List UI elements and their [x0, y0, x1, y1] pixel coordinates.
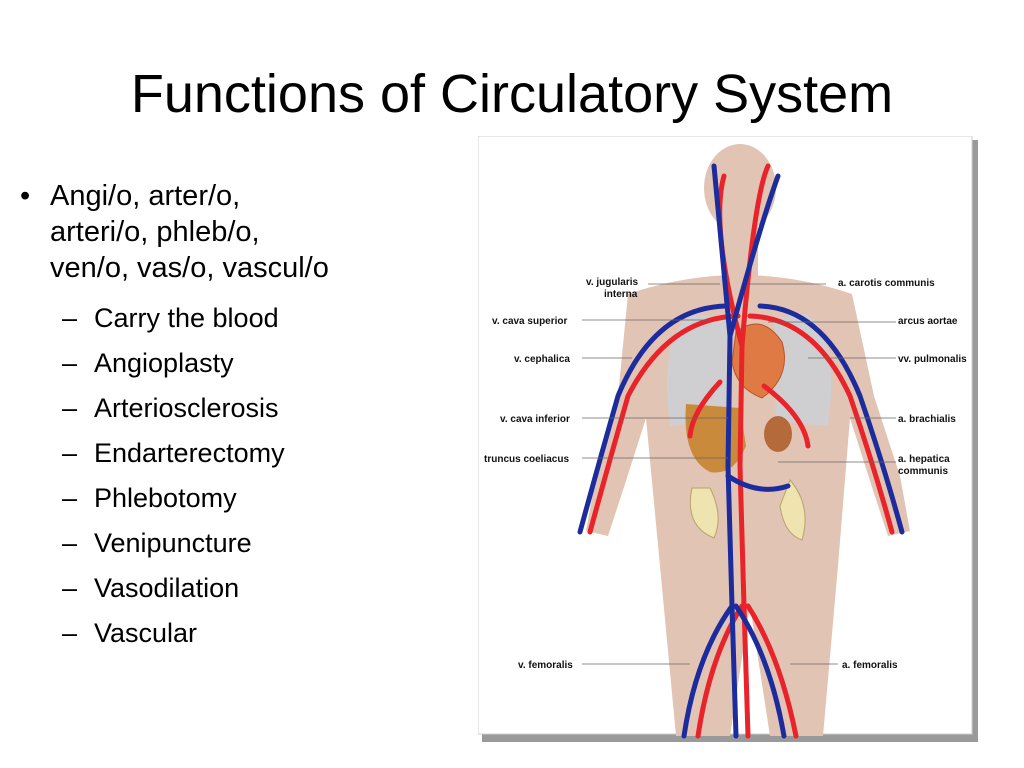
label-v-cava-inferior: v. cava inferior [500, 414, 570, 425]
label-interna: interna [604, 289, 638, 300]
sub-item-angioplasty: –Angioplasty [20, 341, 470, 386]
leader-lines [582, 283, 896, 665]
dash: – [62, 618, 78, 648]
sub-item-label: Vasodilation [94, 573, 240, 603]
circulatory-diagram: v. jugularis interna v. cava superior v.… [478, 136, 978, 742]
sub-item-label: Arteriosclerosis [94, 393, 279, 423]
label-v-cephalica: v. cephalica [514, 354, 570, 365]
lungs [666, 314, 832, 426]
sub-item-endarterectomy: –Endarterectomy [20, 431, 470, 476]
label-communis: communis [898, 466, 948, 477]
dash: – [62, 528, 78, 558]
dash: – [62, 573, 78, 603]
label-a-femoralis: a. femoralis [842, 660, 898, 671]
sub-item-phlebotomy: –Phlebotomy [20, 476, 470, 521]
veins [577, 163, 905, 739]
intestine-right [779, 479, 806, 541]
label-v-femoralis: v. femoralis [518, 660, 573, 671]
label-truncus-coeliacus: truncus coeliacus [484, 454, 569, 465]
bullet-item-roots: • Angi/o, arter/o, arteri/o, phleb/o, ve… [20, 178, 470, 286]
sub-item-label: Carry the blood [94, 303, 279, 333]
bullet-line-1: Angi/o, arter/o, [50, 180, 241, 212]
slide-title: Functions of Circulatory System [130, 64, 894, 124]
label-v-jugularis: v. jugularis [586, 277, 638, 288]
sub-item-label: Phlebotomy [94, 483, 237, 513]
kidney [764, 416, 792, 452]
sub-item-arteriosclerosis: –Arteriosclerosis [20, 386, 470, 431]
sub-item-vascular: –Vascular [20, 611, 470, 656]
label-a-hepatica: a. hepatica [898, 454, 950, 465]
label-arcus-aortae: arcus aortae [898, 316, 958, 327]
dash: – [62, 303, 78, 333]
dash: – [62, 438, 78, 468]
bullet-dot: • [20, 180, 31, 212]
dash: – [62, 348, 78, 378]
sub-item-label: Angioplasty [94, 348, 234, 378]
label-vv-pulmonalis: vv. pulmonalis [898, 354, 967, 365]
intestine-left [689, 487, 719, 539]
label-a-carotis-communis: a. carotis communis [838, 278, 935, 289]
sub-item-label: Vascular [94, 618, 198, 648]
bullet-list: • Angi/o, arter/o, arteri/o, phleb/o, ve… [20, 178, 470, 656]
circulatory-diagram-svg: v. jugularis interna v. cava superior v.… [478, 136, 978, 742]
dash: – [62, 393, 78, 423]
sub-item-vasodilation: –Vasodilation [20, 566, 470, 611]
sub-item-label: Endarterectomy [94, 438, 285, 468]
sub-item-label: Venipuncture [94, 528, 252, 558]
dash: – [62, 483, 78, 513]
sub-item-venipuncture: –Venipuncture [20, 521, 470, 566]
bullet-line-2: arteri/o, phleb/o, [50, 216, 260, 248]
label-a-brachialis: a. brachialis [898, 414, 956, 425]
label-v-cava-superior: v. cava superior [492, 316, 568, 327]
arteries [587, 163, 895, 739]
sub-bullet-list: –Carry the blood –Angioplasty –Arteriosc… [20, 296, 470, 656]
bullet-line-3: ven/o, vas/o, vascul/o [50, 252, 329, 284]
sub-item-carry: –Carry the blood [20, 296, 470, 341]
